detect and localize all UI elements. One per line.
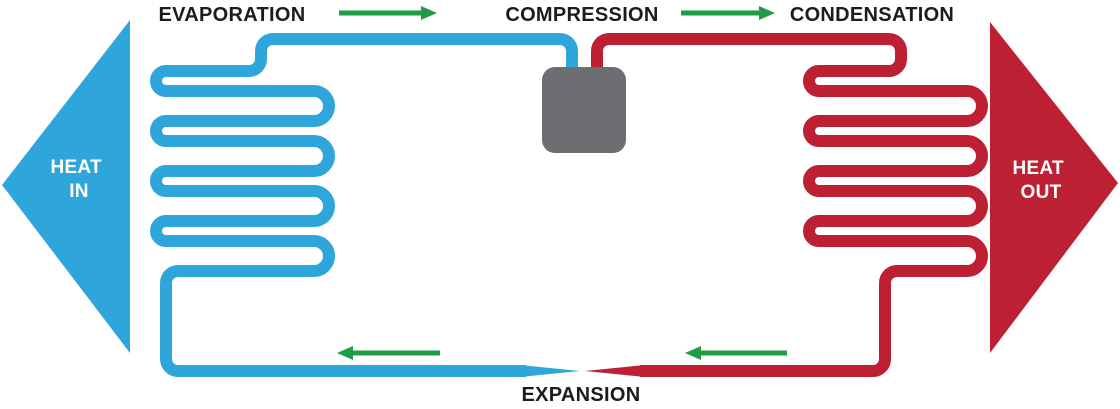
flow-arrow-right-icon-1: [339, 6, 437, 20]
flow-arrow-left-icon-2: [685, 346, 787, 360]
compression-label: COMPRESSION: [505, 4, 658, 26]
flow-arrow-right-icon-2: [681, 6, 775, 20]
evaporator-pipe: [150, 33, 578, 377]
flow-arrow-left-icon-1: [337, 346, 440, 360]
compressor-block-icon: [542, 67, 626, 153]
heat-in-line1: HEAT: [50, 157, 102, 178]
evaporator-coil: [150, 33, 578, 377]
heat-out-label: HEAT OUT: [1012, 158, 1069, 203]
heat-out-line2: OUT: [1020, 182, 1061, 203]
condensation-label: CONDENSATION: [790, 4, 954, 26]
heat-in-triangle-icon: [2, 20, 130, 353]
heat-in-line2: IN: [69, 181, 89, 202]
heat-in-label: HEAT IN: [50, 157, 107, 202]
heat-out-triangle-icon: [990, 22, 1118, 353]
evaporator-pipe-tip: [525, 365, 580, 377]
heat-out-line1: HEAT: [1012, 158, 1064, 179]
condenser-coil: [591, 33, 988, 377]
expansion-label: EXPANSION: [521, 384, 640, 406]
evaporation-label: EVAPORATION: [158, 4, 305, 26]
condenser-pipe: [591, 33, 988, 377]
condenser-pipe-tip: [585, 365, 640, 377]
